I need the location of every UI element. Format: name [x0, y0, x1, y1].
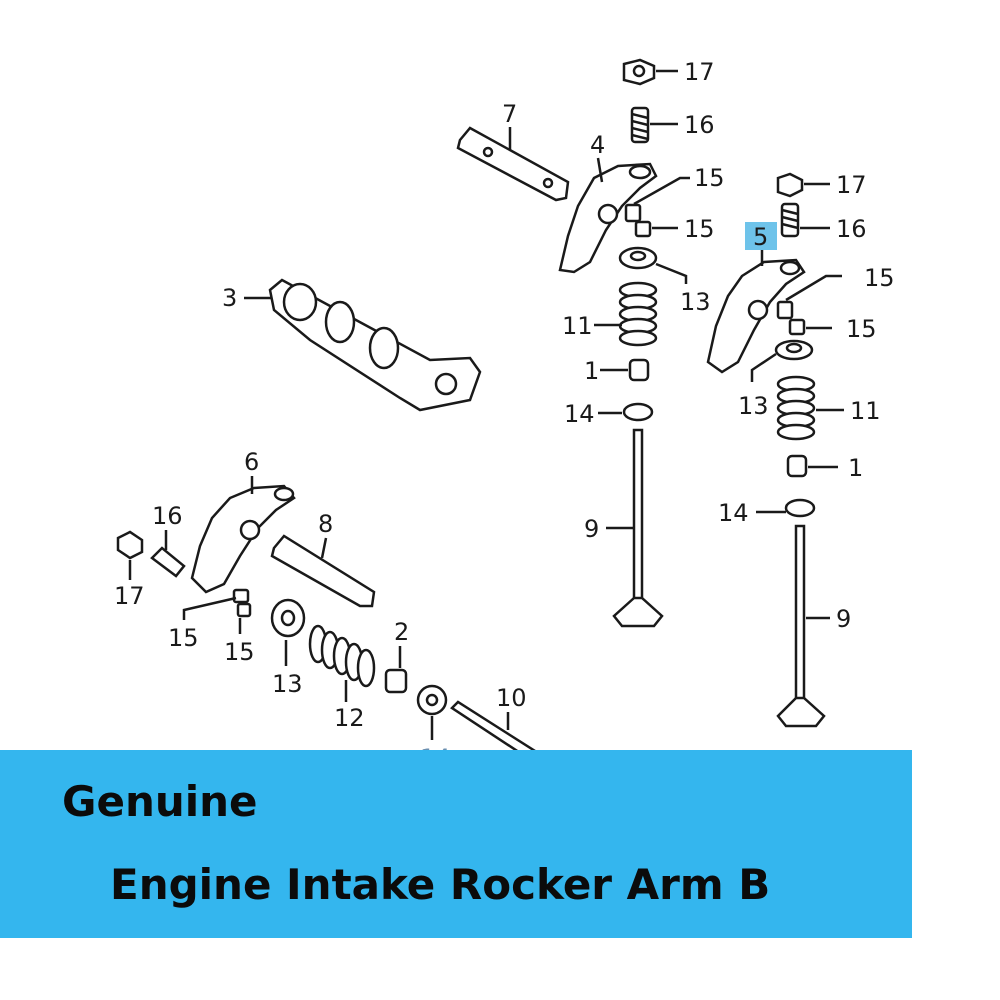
callout-12: 12 [334, 704, 365, 732]
spring-11-a [618, 281, 658, 347]
callout-1-a: 1 [584, 357, 599, 385]
callout-13-c: 13 [272, 670, 303, 698]
callout-11-b: 11 [850, 397, 881, 425]
nut-17-top [622, 58, 656, 86]
retainer-13-c [270, 598, 306, 638]
callout-15-f: 15 [224, 638, 255, 666]
product-title-banner: Genuine Engine Intake Rocker Arm B [0, 750, 912, 938]
valve-9-b [776, 524, 826, 728]
seal-2 [384, 668, 408, 694]
callout-16-right: 16 [836, 215, 867, 243]
retainer-13-b [774, 339, 814, 361]
callout-10: 10 [496, 684, 527, 712]
seat-14-a [622, 402, 654, 422]
camshaft-3 [268, 278, 482, 412]
callout-14-a: 14 [564, 400, 595, 428]
banner-genuine-label: Genuine [62, 777, 258, 826]
callout-15-a: 15 [694, 164, 725, 192]
cotter-15-a [624, 203, 652, 238]
valve-9-a [612, 428, 664, 628]
callout-13-b: 13 [738, 392, 769, 420]
callout-9-a: 9 [584, 515, 599, 543]
callout-15-c: 15 [864, 264, 895, 292]
callout-7: 7 [502, 100, 517, 128]
callout-17-right: 17 [836, 171, 867, 199]
rocker-arm-6 [190, 484, 296, 594]
callout-15-b: 15 [684, 215, 715, 243]
callout-15-e: 15 [168, 624, 199, 652]
callout-3: 3 [222, 284, 237, 312]
callout-16-top: 16 [684, 111, 715, 139]
seat-14-b [784, 498, 816, 518]
retainer-13-a [618, 246, 658, 270]
seal-1-b [786, 454, 808, 478]
screw-16-right [780, 202, 800, 238]
cotter-15-c [232, 588, 252, 618]
callout-1-b: 1 [848, 454, 863, 482]
callout-13-a: 13 [680, 288, 711, 316]
highlight-callout-5 [745, 222, 777, 250]
seat-14-c [416, 684, 448, 716]
rocker-shaft-7 [456, 126, 570, 202]
callout-4: 4 [590, 131, 605, 159]
nut-17-left [116, 530, 144, 560]
rocker-shaft-8 [270, 534, 376, 608]
banner-part-name: Engine Intake Rocker Arm B [110, 860, 771, 909]
screw-16-left [150, 546, 186, 578]
seal-1-a [628, 358, 650, 382]
callout-5: 5 [753, 223, 768, 251]
cotter-15-b [776, 300, 806, 336]
nut-17-right [776, 172, 804, 198]
screw-16-top [630, 106, 650, 144]
callout-14-b: 14 [718, 499, 749, 527]
callout-6: 6 [244, 448, 259, 476]
callout-17-left: 17 [114, 582, 145, 610]
callout-8: 8 [318, 510, 333, 538]
callout-17-top: 17 [684, 58, 715, 86]
callout-11-a: 11 [562, 312, 593, 340]
callout-15-d: 15 [846, 315, 877, 343]
rocker-arm-5 [706, 258, 806, 374]
callout-9-b: 9 [836, 605, 851, 633]
spring-11-b [776, 375, 816, 441]
rocker-arm-4 [558, 162, 658, 274]
callout-16-left: 16 [152, 502, 183, 530]
spring-12 [308, 624, 376, 688]
callout-2: 2 [394, 618, 409, 646]
